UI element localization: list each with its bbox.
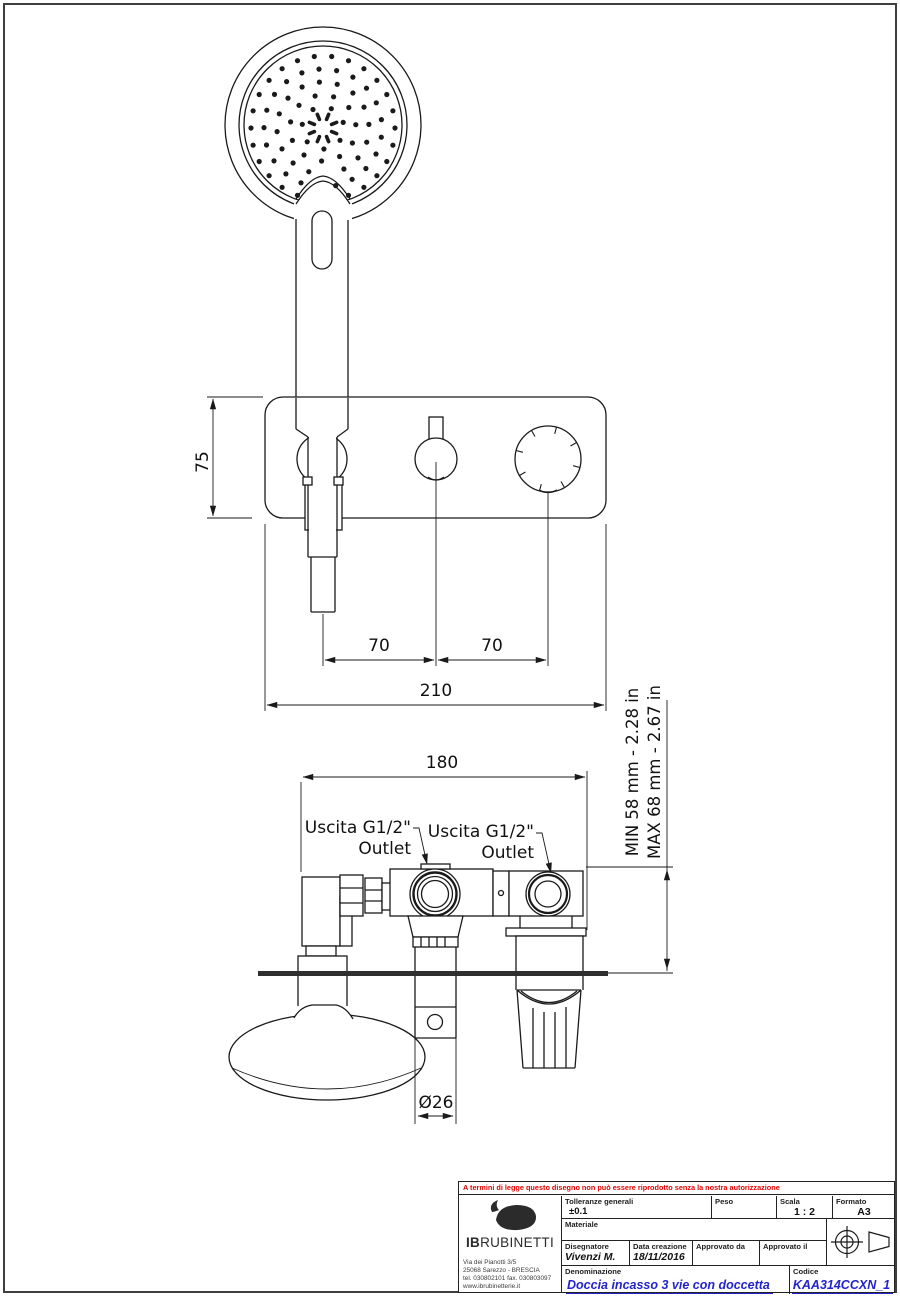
mixer-knob-side xyxy=(515,976,584,1069)
field-tolleranze: Tolleranze generali ±0.1 xyxy=(562,1195,712,1219)
logo-cell: IBRUBINETTI Via dei Pianotti 3/5 25068 S… xyxy=(459,1195,562,1292)
first-angle-projection-icon xyxy=(831,1225,890,1258)
dim-70-left: 70 xyxy=(368,636,390,656)
field-scala: Scala 1 : 2 xyxy=(777,1195,833,1219)
hex-nut xyxy=(339,874,364,917)
title-block: A termini di legge questo disegno non pu… xyxy=(458,1181,895,1294)
wall-line xyxy=(258,971,608,976)
installation-view: 180 Uscita G1/2" Outlet Uscita G1/2" Out… xyxy=(228,685,673,1124)
handle-slot xyxy=(311,210,333,270)
company-address: Via dei Pianotti 3/5 25068 Sarezzo - BRE… xyxy=(463,1258,552,1290)
outlet-left-label-2: Outlet xyxy=(358,839,411,859)
hand-shower-front xyxy=(224,26,422,432)
dim-75: 75 xyxy=(193,451,213,473)
field-codice: Codice KAA314CCXN_1 xyxy=(790,1266,895,1294)
depth-min-label: MIN 58 mm - 2.28 in xyxy=(623,688,642,857)
ib-rubinetti-logo-mark xyxy=(490,1199,537,1230)
field-peso: Peso xyxy=(712,1195,777,1219)
copyright-notice: A termini di legge questo disegno non pu… xyxy=(459,1182,894,1195)
field-formato: Formato A3 xyxy=(833,1196,895,1219)
field-approvato-il: Approvato il xyxy=(760,1240,827,1266)
rough-in-valve-body xyxy=(297,863,587,975)
drawing-title: Doccia incasso 3 vie con doccetta xyxy=(566,1278,773,1294)
spray-nozzle-dots xyxy=(248,53,398,198)
leader-left xyxy=(413,827,428,865)
leader-right xyxy=(536,832,552,874)
diverter-knob-side: Ø26 xyxy=(414,976,457,1124)
mixer-knob-front xyxy=(514,425,582,494)
dim-180: 180 xyxy=(426,753,458,773)
dim-diameter-26: Ø26 xyxy=(418,1093,453,1113)
hex-nut xyxy=(364,877,383,914)
projection-symbol-cell xyxy=(827,1219,895,1266)
diverter-knob-front xyxy=(414,416,458,481)
wall-plate-front xyxy=(264,396,607,666)
field-denominazione: Denominazione Doccia incasso 3 vie con d… xyxy=(562,1265,790,1294)
front-view-dimensions: 75 70 70 210 xyxy=(193,396,607,711)
outlet-port-right xyxy=(525,871,571,917)
outlet-left-label-1: Uscita G1/2" xyxy=(305,818,411,838)
outlet-right-label-2: Outlet xyxy=(481,843,534,863)
field-approvato-da: Approvato da xyxy=(693,1240,760,1266)
field-data-creazione: Data creazione 18/11/2016 xyxy=(630,1240,693,1266)
inlet-elbow xyxy=(301,876,341,947)
brand-name: IBRUBINETTI xyxy=(465,1234,555,1250)
depth-max-label: MAX 68 mm - 2.67 in xyxy=(645,685,664,859)
dim-70-right: 70 xyxy=(481,636,503,656)
dim-210: 210 xyxy=(420,681,452,701)
field-materiale: Materiale xyxy=(562,1218,827,1241)
hand-shower-side xyxy=(228,976,426,1101)
field-disegnatore: Disegnatore Vivenzi M. xyxy=(562,1240,630,1266)
drawing-code: KAA314CCXN_1 xyxy=(791,1278,894,1294)
outlet-right-label-1: Uscita G1/2" xyxy=(428,822,534,842)
